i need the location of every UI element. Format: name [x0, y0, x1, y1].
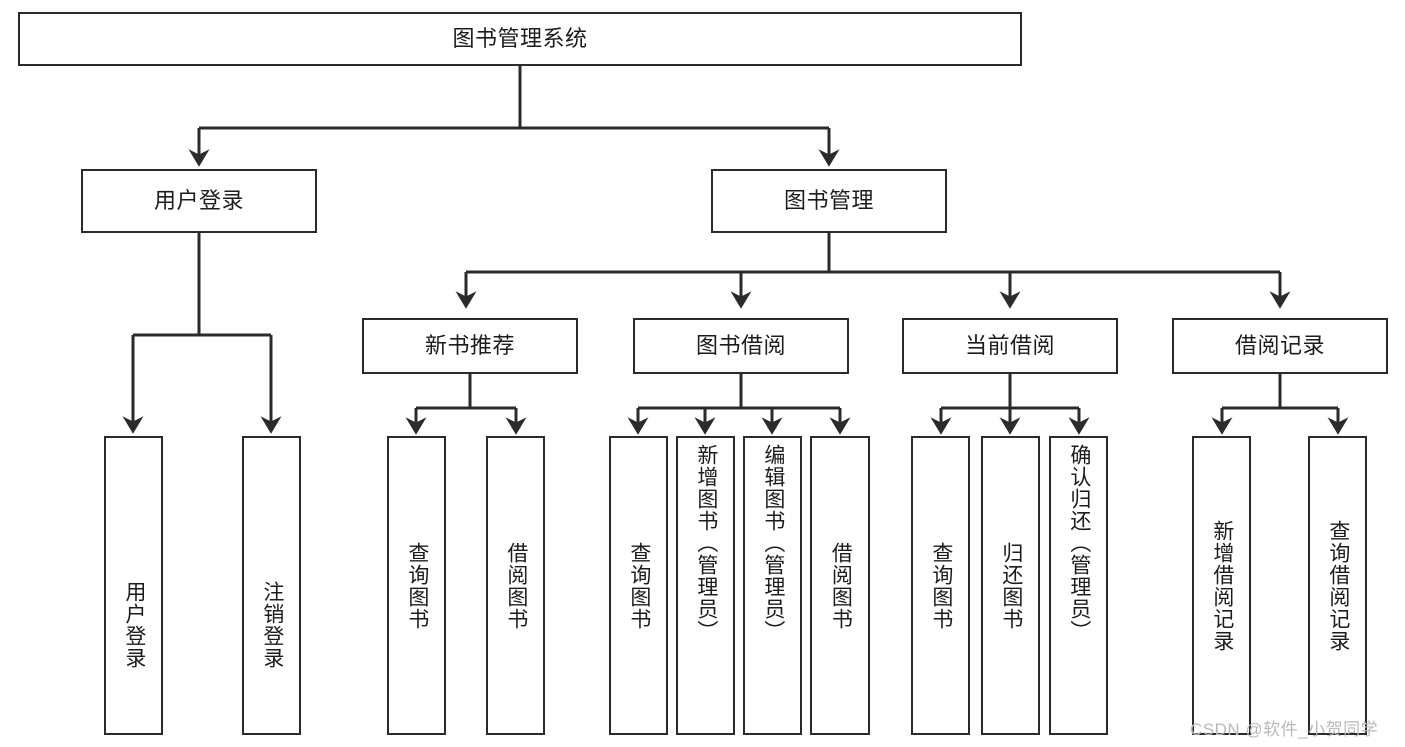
node-label: 借阅图书 [829, 541, 853, 630]
leaf-query-book-recommend[interactable]: 查询图书 [387, 436, 446, 735]
node-label: 查询图书 [627, 541, 651, 630]
leaf-user-logout[interactable]: 注销登录 [242, 436, 301, 735]
leaf-confirm-return-admin[interactable]: 确认归还（管理员） [1049, 436, 1108, 735]
node-label: 确认归还（管理员） [1067, 444, 1091, 642]
node-label: 借阅记录 [1234, 333, 1325, 359]
node-root-book-management-system[interactable]: 图书管理系统 [18, 12, 1022, 66]
leaf-user-login[interactable]: 用户登录 [104, 436, 163, 735]
node-new-book-recommend[interactable]: 新书推荐 [362, 318, 578, 374]
node-user-login[interactable]: 用户登录 [81, 169, 317, 233]
node-label: 新增借阅记录 [1210, 519, 1234, 652]
node-label: 用户登录 [153, 188, 244, 214]
node-label: 新书推荐 [424, 333, 515, 359]
node-label: 编辑图书（管理员） [761, 444, 785, 642]
node-label: 图书管理系统 [452, 26, 588, 52]
node-label: 借阅图书 [504, 541, 528, 630]
leaf-edit-book-admin[interactable]: 编辑图书（管理员） [743, 436, 802, 735]
node-label: 注销登录 [260, 581, 284, 669]
node-label: 归还图书 [999, 541, 1023, 630]
leaf-query-book-current[interactable]: 查询图书 [911, 436, 970, 735]
node-book-borrow[interactable]: 图书借阅 [633, 318, 849, 374]
node-label: 当前借阅 [964, 333, 1055, 359]
leaf-query-book-borrow[interactable]: 查询图书 [609, 436, 668, 735]
node-borrow-records[interactable]: 借阅记录 [1172, 318, 1388, 374]
node-label: 用户登录 [122, 581, 146, 669]
node-label: 图书借阅 [695, 333, 786, 359]
leaf-borrow-book-recommend[interactable]: 借阅图书 [486, 436, 545, 735]
node-label: 查询图书 [929, 541, 953, 630]
node-label: 新增图书（管理员） [694, 444, 718, 642]
leaf-query-borrow-record[interactable]: 查询借阅记录 [1308, 436, 1367, 735]
node-label: 查询借阅记录 [1326, 519, 1350, 652]
leaf-return-book[interactable]: 归还图书 [981, 436, 1040, 735]
node-label: 图书管理 [783, 188, 874, 214]
node-book-management[interactable]: 图书管理 [711, 169, 947, 233]
leaf-borrow-book-borrow[interactable]: 借阅图书 [810, 436, 870, 735]
csdn-watermark: CSDN @软件_小贺同学 [1190, 720, 1379, 739]
leaf-add-borrow-record[interactable]: 新增借阅记录 [1192, 436, 1251, 735]
node-label: 查询图书 [405, 541, 429, 630]
node-current-borrow[interactable]: 当前借阅 [902, 318, 1118, 374]
leaf-add-book-admin[interactable]: 新增图书（管理员） [676, 436, 735, 735]
